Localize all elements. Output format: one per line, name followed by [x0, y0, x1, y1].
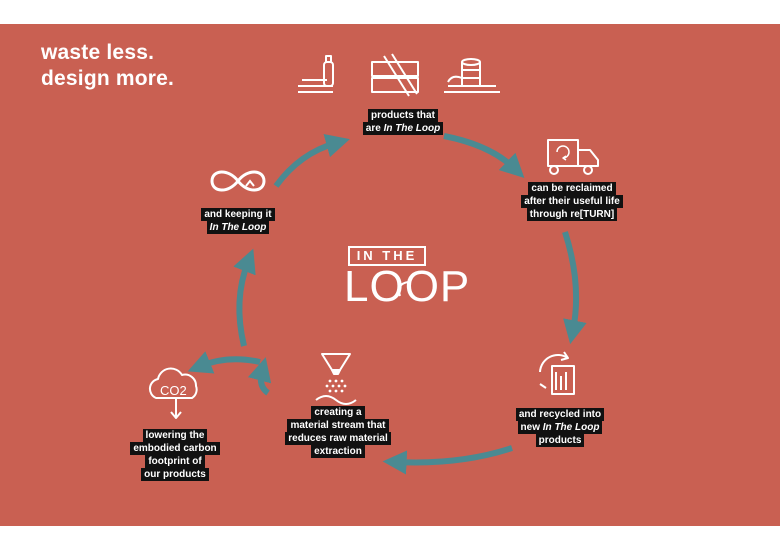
truck-icon: [547, 139, 599, 175]
label-carbon-line-3: footprint of: [145, 455, 205, 468]
label-products: products that are In The Loop: [348, 109, 458, 135]
co2-label: CO2: [160, 383, 187, 398]
logo-in-the: IN THE: [348, 246, 426, 266]
infinity-icon: [210, 170, 266, 192]
label-material-line-3: reduces raw material: [285, 432, 391, 445]
label-products-line-1: products that: [368, 109, 438, 122]
label-recycled-line-2: new In The Loop: [517, 421, 603, 434]
label-carbon-line-1: lowering the: [142, 429, 208, 442]
arrow-carbon-to-keeping: [233, 248, 256, 347]
arrow-reclaimed-to-recycled: [562, 231, 587, 345]
label-keeping-line-1: and keeping it: [201, 208, 275, 221]
arrow-material-to-carbon: [187, 351, 261, 374]
label-carbon: lowering the embodied carbon footprint o…: [118, 429, 232, 481]
label-recycled-line-1: and recycled into: [515, 408, 605, 421]
tagline-line-2: design more.: [41, 67, 175, 90]
arrow-recycled-to-material: [382, 445, 513, 475]
label-products-line-2: are In The Loop: [362, 122, 444, 135]
label-recycled: and recycled into new In The Loop produc…: [495, 408, 625, 447]
arrow-products-to-reclaimed: [443, 133, 525, 178]
label-reclaimed: can be reclaimed after their useful life…: [509, 182, 635, 221]
hopper-icon: [315, 353, 357, 405]
co2-cloud-icon: [148, 367, 198, 419]
label-keeping-line-2: In The Loop: [206, 221, 270, 234]
label-reclaimed-line-1: can be reclaimed: [528, 182, 616, 195]
tagline-line-1: waste less.: [41, 41, 155, 64]
label-reclaimed-line-2: after their useful life: [521, 195, 623, 208]
label-carbon-line-4: our products: [141, 468, 209, 481]
label-reclaimed-line-3: through re[TURN]: [526, 208, 618, 221]
label-material-line-4: extraction: [311, 445, 365, 458]
arrow-material-to-keeping: [247, 357, 272, 396]
logo-loop-arrow: [398, 281, 409, 297]
label-carbon-line-2: embodied carbon: [130, 442, 220, 455]
tagline: waste less. design more.: [41, 40, 174, 92]
label-material-line-1: creating a: [311, 406, 365, 419]
label-material-line-2: material stream that: [287, 419, 389, 432]
label-recycled-line-3: products: [535, 434, 585, 447]
logo-loop: LOOP: [344, 262, 471, 311]
products-icon: [298, 53, 500, 97]
label-material: creating a material stream that reduces …: [276, 406, 400, 458]
label-keeping: and keeping it In The Loop: [186, 208, 290, 234]
arrow-keeping-to-products: [273, 134, 350, 188]
recycle-icon: [539, 351, 575, 395]
